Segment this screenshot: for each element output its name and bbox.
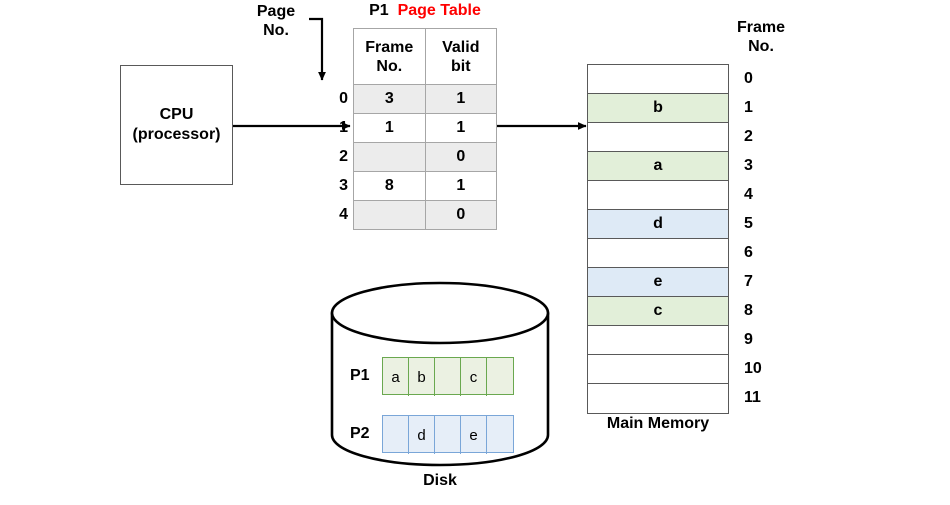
memory-frame-10 xyxy=(588,355,728,384)
memory-frame-5: d xyxy=(588,210,728,239)
disk-cell xyxy=(487,358,513,396)
page-index-2: 2 xyxy=(339,148,348,165)
cpu-label-line2: (processor) xyxy=(132,126,221,143)
disk-row-p2: d e xyxy=(382,415,514,454)
disk-cell: c xyxy=(461,358,487,396)
disk-cell xyxy=(487,416,513,454)
disk-process-label-p1: P1 xyxy=(350,367,370,384)
frame-number-8: 8 xyxy=(744,302,753,319)
disk-cell xyxy=(435,358,461,396)
disk-caption: Disk xyxy=(423,472,457,489)
memory-frame-11 xyxy=(588,384,728,413)
cell-valid-bit: 1 xyxy=(424,113,498,143)
disk-process-label-p2: P2 xyxy=(350,425,370,442)
page-table-row: 3 1 xyxy=(353,84,498,114)
disk-cell: b xyxy=(409,358,435,396)
frame-number-7: 7 xyxy=(744,273,753,290)
memory-frame-6 xyxy=(588,239,728,268)
page-table: Frame No. Valid bit 3 1 1 1 0 8 1 0 xyxy=(353,28,498,230)
frame-no-label: Frame No. xyxy=(736,19,786,55)
page-table-row: 1 1 xyxy=(353,113,498,143)
page-index-3: 3 xyxy=(339,177,348,194)
page-table-row: 0 xyxy=(353,200,498,230)
page-table-process-label: P1 xyxy=(369,2,389,19)
frame-number-1: 1 xyxy=(744,99,753,116)
cell-frame-no xyxy=(353,200,426,230)
frame-number-0: 0 xyxy=(744,70,753,87)
frame-number-9: 9 xyxy=(744,331,753,348)
column-header-valid-bit: Valid bit xyxy=(424,28,498,85)
frame-number-10: 10 xyxy=(744,360,762,377)
main-memory-box: b a d e c xyxy=(587,64,729,414)
memory-frame-1: b xyxy=(588,94,728,123)
frame-number-6: 6 xyxy=(744,244,753,261)
page-table-header-row: Frame No. Valid bit xyxy=(353,28,498,85)
disk-cell xyxy=(435,416,461,454)
frame-number-3: 3 xyxy=(744,157,753,174)
page-index-1: 1 xyxy=(339,119,348,136)
memory-frame-2 xyxy=(588,123,728,152)
disk-cell xyxy=(383,416,409,454)
page-no-label: Page No. xyxy=(256,3,296,39)
memory-frame-7: e xyxy=(588,268,728,297)
disk-cell: a xyxy=(383,358,409,396)
page-index-4: 4 xyxy=(339,206,348,223)
cell-frame-no: 3 xyxy=(353,84,426,114)
page-table-caption: P1 Page Table xyxy=(353,2,497,20)
frame-number-11: 11 xyxy=(744,389,761,406)
cell-valid-bit: 0 xyxy=(424,142,498,172)
frame-number-4: 4 xyxy=(744,186,753,203)
disk-cell: e xyxy=(461,416,487,454)
page-index-0: 0 xyxy=(339,90,348,107)
page-table-row: 8 1 xyxy=(353,171,498,201)
cpu-box: CPU (processor) xyxy=(120,65,233,185)
cell-valid-bit: 0 xyxy=(424,200,498,230)
disk-row-p1: a b c xyxy=(382,357,514,396)
disk-cell: d xyxy=(409,416,435,454)
memory-frame-0 xyxy=(588,65,728,94)
cell-valid-bit: 1 xyxy=(424,84,498,114)
cell-frame-no: 8 xyxy=(353,171,426,201)
page-table-row: 0 xyxy=(353,142,498,172)
cell-valid-bit: 1 xyxy=(424,171,498,201)
memory-frame-9 xyxy=(588,326,728,355)
frame-number-5: 5 xyxy=(744,215,753,232)
page-table-title: Page Table xyxy=(397,2,481,19)
cpu-label-line1: CPU xyxy=(159,106,194,123)
frame-number-2: 2 xyxy=(744,128,753,145)
cell-frame-no: 1 xyxy=(353,113,426,143)
memory-frame-4 xyxy=(588,181,728,210)
main-memory-caption: Main Memory xyxy=(606,415,710,432)
disk-group: P1 a b c P2 d e Disk xyxy=(320,280,560,505)
cell-frame-no xyxy=(353,142,426,172)
column-header-frame-no: Frame No. xyxy=(353,28,426,85)
memory-frame-8: c xyxy=(588,297,728,326)
memory-frame-3: a xyxy=(588,152,728,181)
